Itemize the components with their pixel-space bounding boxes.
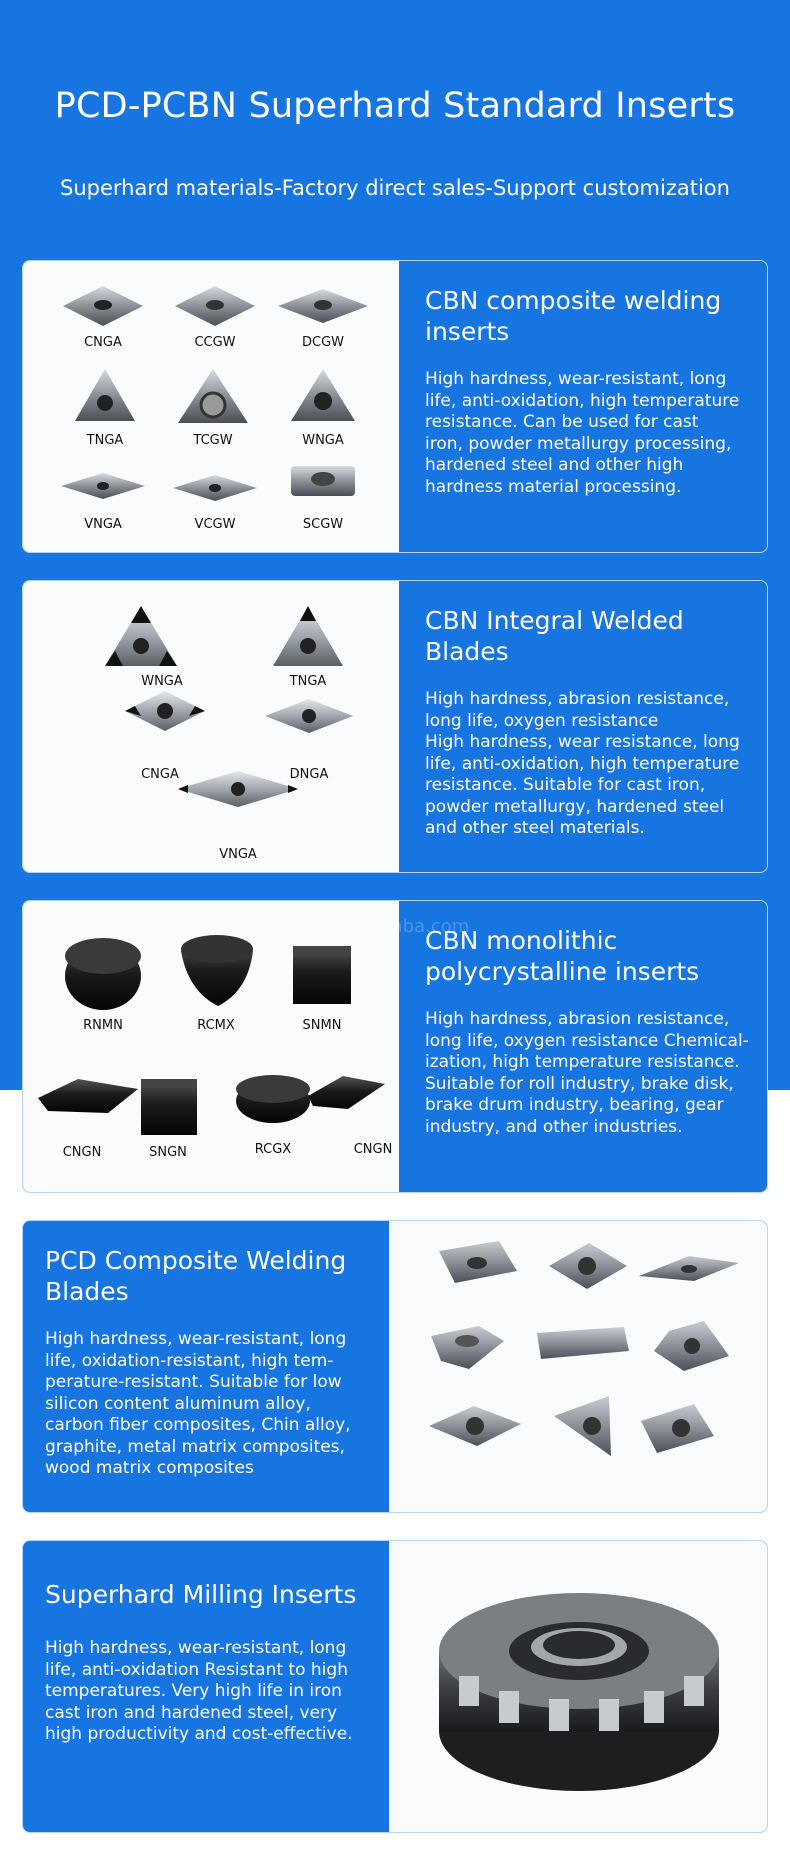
label-snmn: SNMN (302, 1018, 342, 1033)
card-description: High hardness, abrasion resistance, long… (425, 689, 740, 838)
card-cbn-composite-welding: CNGA CCGW DCGW TNGA TCGW WNGA VNGA VCGW … (22, 260, 768, 553)
label-cngn: CNGN (62, 1145, 102, 1160)
insert-grid-image (105, 606, 353, 807)
label-wnga: WNGA (141, 674, 183, 689)
card-cbn-integral-welded: WNGA TNGA CNGA DNGA VNGA CBN Integral We… (22, 580, 768, 873)
label-rcgx: RCGX (254, 1142, 292, 1157)
insert-tnga-icon (75, 369, 135, 421)
site-watermark: hnlzcy.en.alibaba.com (270, 916, 470, 937)
label-vnga: VNGA (84, 517, 122, 532)
insert-rcmx-icon (181, 935, 253, 1006)
card-superhard-milling: Superhard Milling Inserts High hardness,… (22, 1540, 768, 1833)
card-cbn-monolithic: RNMN RCMX SNMN CNGN SNGN RCGX CNGN CBN m… (22, 900, 768, 1193)
label-rnmn: RNMN (83, 1018, 123, 1033)
product-image-panel (389, 1221, 767, 1512)
label-dcgw: DCGW (301, 335, 344, 350)
pcd-insert-icon (654, 1321, 729, 1371)
label-dnga: DNGA (289, 767, 329, 782)
pcd-inserts-image (429, 1241, 739, 1456)
insert-dcgw-icon (278, 289, 368, 323)
insert-vnga-icon (178, 771, 298, 807)
card-description: High hardness, wear-resistant, long life… (45, 1329, 351, 1478)
pcd-insert-icon (431, 1326, 504, 1369)
label-wnga: WNGA (302, 433, 344, 448)
card-title: CBN Integral Welded Blades (425, 606, 684, 666)
label-rcmx: RCMX (197, 1018, 235, 1033)
insert-cnga-icon (125, 691, 205, 731)
insert-snmn-icon (293, 946, 351, 1004)
product-image-panel: RNMN RCMX SNMN CNGN SNGN RCGX CNGN (23, 901, 399, 1192)
pcd-insert-icon (429, 1406, 521, 1446)
card-text-panel: CBN Integral Welded Blades High hardness… (399, 581, 767, 872)
pcd-insert-icon (549, 1243, 627, 1289)
insert-scgw-icon (291, 466, 355, 496)
label-sngn: SNGN (149, 1145, 187, 1160)
insert-sngn-icon (141, 1079, 197, 1135)
insert-vcgw-icon (173, 475, 257, 501)
pcd-insert-icon (439, 1241, 517, 1283)
insert-grid-image (38, 935, 385, 1135)
page-title: PCD-PCBN Superhard Standard Inserts (54, 86, 736, 126)
insert-rnmn-icon (65, 938, 141, 1010)
insert-rcgx-icon (236, 1075, 310, 1123)
card-text-panel: CBN composite welding inserts High hardn… (399, 261, 767, 552)
label-tnga: TNGA (289, 674, 327, 689)
pcd-insert-icon (537, 1327, 629, 1359)
insert-grid-image (61, 286, 368, 501)
label-tcgw: TCGW (193, 433, 233, 448)
label-cnga: CNGA (84, 335, 122, 350)
card-title: PCD Composite Welding Blades (45, 1246, 347, 1306)
label-cngn: CNGN (353, 1142, 393, 1157)
pcd-insert-icon (554, 1396, 611, 1456)
product-image-panel (389, 1541, 767, 1832)
card-description: High hardness, abrasion resistance, long… (425, 1009, 749, 1137)
card-pcd-composite-welding: PCD Composite Welding Blades High hardne… (22, 1220, 768, 1513)
card-text-panel: CBN monolithic polycrystalline inserts H… (399, 901, 767, 1192)
label-vnga: VNGA (219, 847, 257, 862)
insert-dnga-icon (265, 699, 353, 733)
product-image-panel: CNGA CCGW DCGW TNGA TCGW WNGA VNGA VCGW … (23, 261, 399, 552)
card-description: High hardness, wear-resistant, long life… (45, 1638, 353, 1744)
insert-tnga-icon (273, 606, 343, 666)
product-image-panel: WNGA TNGA CNGA DNGA VNGA (23, 581, 399, 872)
insert-wnga-icon (291, 369, 355, 421)
label-vcgw: VCGW (194, 517, 236, 532)
card-description: High hardness, wear-resistant, long life… (425, 369, 740, 497)
insert-cngn-icon (38, 1079, 138, 1113)
milling-cutter-image (439, 1593, 719, 1791)
pcd-insert-icon (639, 1256, 739, 1281)
card-title: CBN composite welding inserts (425, 286, 722, 346)
card-text-panel: PCD Composite Welding Blades High hardne… (23, 1221, 389, 1512)
insert-wnga-icon (105, 606, 177, 666)
card-title: Superhard Milling Inserts (45, 1580, 357, 1609)
pcd-insert-icon (641, 1404, 714, 1453)
card-text-panel: Superhard Milling Inserts High hardness,… (23, 1541, 389, 1832)
insert-tcgw-icon (178, 369, 248, 423)
insert-ccgw-icon (175, 286, 255, 326)
label-scgw: SCGW (302, 517, 344, 532)
insert-vnga-icon (61, 473, 145, 499)
page-subtitle: Superhard materials-Factory direct sales… (60, 176, 730, 200)
milling-cutter-icon (439, 1593, 719, 1791)
label-cnga: CNGA (141, 767, 179, 782)
label-ccgw: CCGW (194, 335, 236, 350)
card-title: CBN monolithic polycrystalline inserts (425, 926, 700, 986)
insert-cngn-icon (308, 1076, 385, 1109)
label-tnga: TNGA (86, 433, 124, 448)
insert-cnga-icon (63, 286, 143, 326)
